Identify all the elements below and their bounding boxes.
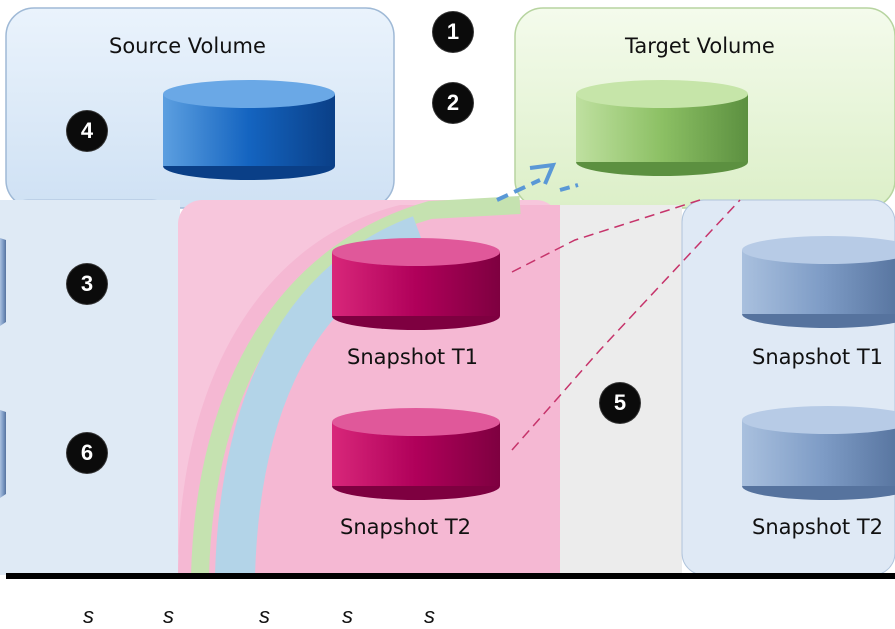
footer-glyph: s bbox=[424, 603, 435, 628]
footer-glyph: s bbox=[163, 603, 174, 628]
right-snapshot-t2-disk-icon bbox=[742, 406, 895, 500]
footer-glyph: s bbox=[83, 603, 94, 628]
source-disk-icon bbox=[163, 80, 335, 180]
right-snapshot-t1-label: Snapshot T1 bbox=[752, 345, 884, 369]
snapshot-t2-label: Snapshot T2 bbox=[340, 515, 472, 539]
step-badge-4: 4 bbox=[67, 111, 107, 151]
step-badge-1: 1 bbox=[433, 12, 473, 52]
step-badge-2: 2 bbox=[433, 83, 473, 123]
snapshot-t2-disk-icon bbox=[332, 408, 500, 500]
footer-glyph: s bbox=[259, 603, 270, 628]
right-snapshot-t2-label: Snapshot T2 bbox=[752, 515, 884, 539]
snapshot-t1-disk-icon bbox=[332, 238, 500, 330]
footer-glyph: s bbox=[342, 603, 353, 628]
target-volume-title: Target Volume bbox=[625, 34, 775, 58]
step-badge-3: 3 bbox=[67, 264, 107, 304]
right-snapshot-t1-disk-icon bbox=[742, 236, 895, 328]
target-disk-icon bbox=[576, 80, 748, 176]
source-volume-title: Source Volume bbox=[109, 34, 266, 58]
step-badge-5: 5 bbox=[600, 383, 640, 423]
step-badge-6: 6 bbox=[67, 433, 107, 473]
bottom-bar bbox=[6, 573, 895, 579]
snapshot-t1-label: Snapshot T1 bbox=[347, 345, 479, 369]
